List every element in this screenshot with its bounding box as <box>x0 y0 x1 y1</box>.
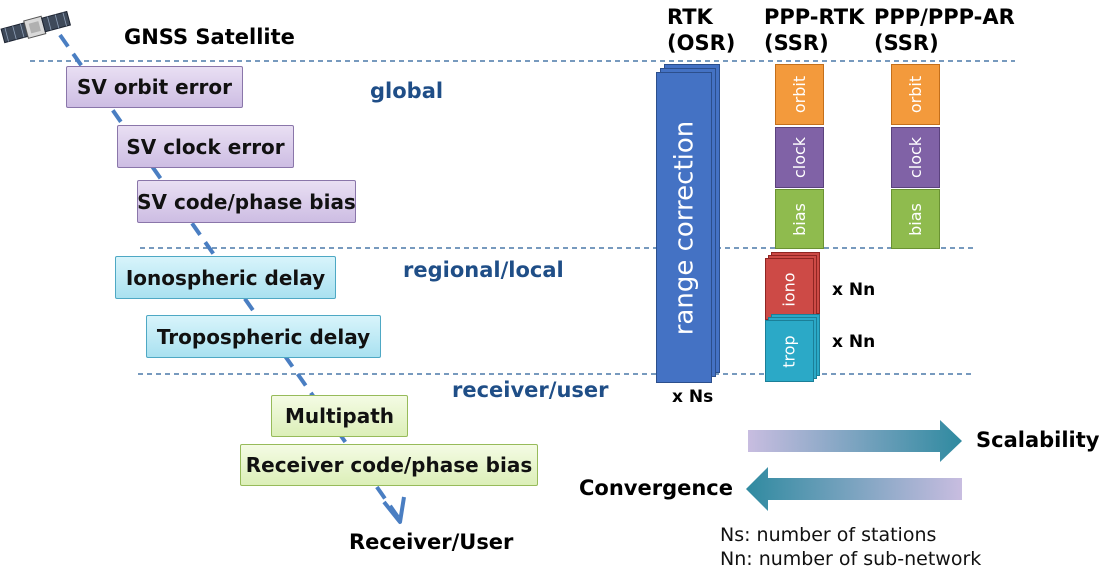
ppprtk-iono: iono <box>765 258 814 320</box>
scalability-arrow <box>748 420 962 462</box>
error-receiver-code-phase-bias: Receiver code/phase bias <box>240 444 538 486</box>
convergence-label: Convergence <box>579 476 733 500</box>
iono-multiplier: x Nn <box>832 280 876 300</box>
scope-global: global <box>370 79 444 103</box>
convergence-arrow <box>746 467 962 511</box>
pppar-clock: clock <box>891 127 940 188</box>
trop-multiplier: x Nn <box>832 332 876 352</box>
ppprtk-orbit: orbit <box>775 64 824 125</box>
legend-ns: Ns: number of stations <box>720 524 937 546</box>
column-rtk-title: RTK (OSR) <box>667 4 735 56</box>
pppar-bias: bias <box>891 189 940 249</box>
error-sv-orbit: SV orbit error <box>66 66 243 108</box>
signal-arrowhead <box>382 496 406 524</box>
range-correction-label: range correction <box>669 120 700 335</box>
scalability-label: Scalability <box>976 428 1100 452</box>
column-ppprtk-title-line1: PPP-RTK <box>764 5 865 29</box>
pppar-clock-label: clock <box>906 136 925 179</box>
scope-regional: regional/local <box>403 258 564 282</box>
column-pppar-title: PPP/PPP-AR (SSR) <box>874 4 1015 56</box>
signal-path <box>58 33 402 522</box>
satellite-label: GNSS Satellite <box>124 25 295 49</box>
rtk-multiplier: x Ns <box>672 387 714 407</box>
error-multipath: Multipath <box>271 395 408 437</box>
ppprtk-iono-label: iono <box>779 271 799 307</box>
column-rtk-title-line1: RTK <box>667 5 713 29</box>
column-pppar-title-line2: (SSR) <box>874 31 939 55</box>
column-ppprtk-title: PPP-RTK (SSR) <box>764 4 864 56</box>
satellite-icon <box>0 10 72 44</box>
pppar-bias-label: bias <box>906 202 925 236</box>
error-tropospheric-delay: Tropospheric delay <box>146 315 381 358</box>
ppprtk-bias: bias <box>775 189 824 249</box>
ppprtk-clock: clock <box>775 127 824 188</box>
ppprtk-trop: trop <box>765 320 814 382</box>
column-pppar-title-line1: PPP/PPP-AR <box>874 5 1015 29</box>
error-sv-clock: SV clock error <box>117 125 294 168</box>
range-correction-bar: range correction <box>656 72 712 383</box>
column-rtk-title-line2: (OSR) <box>667 31 736 55</box>
pppar-orbit-label: orbit <box>906 75 925 114</box>
ppprtk-orbit-label: orbit <box>790 75 809 114</box>
scope-receiver: receiver/user <box>452 378 609 402</box>
ppprtk-trop-label: trop <box>779 334 799 368</box>
error-sv-code-phase-bias: SV code/phase bias <box>137 180 356 223</box>
ppprtk-clock-label: clock <box>790 136 809 179</box>
legend-nn: Nn: number of sub-network <box>720 548 982 570</box>
pppar-orbit: orbit <box>891 64 940 125</box>
error-ionospheric-delay: Ionospheric delay <box>115 256 336 299</box>
ppprtk-bias-label: bias <box>790 202 809 236</box>
column-ppprtk-title-line2: (SSR) <box>764 31 829 55</box>
receiver-label: Receiver/User <box>349 530 514 554</box>
